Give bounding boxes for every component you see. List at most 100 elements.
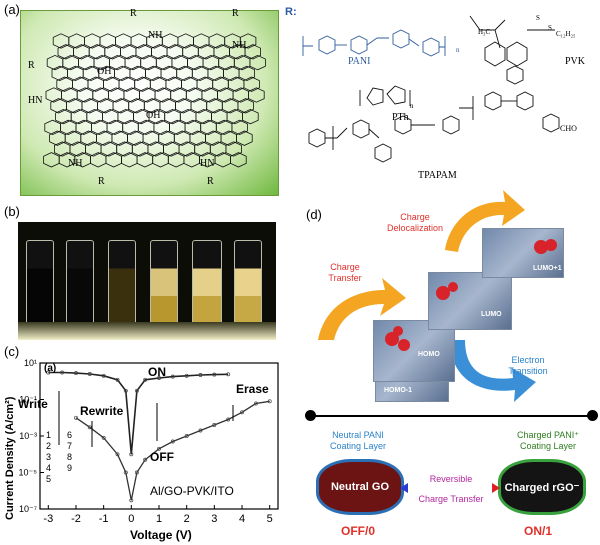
data-point <box>74 371 78 376</box>
data-point <box>74 415 78 420</box>
hex-ring <box>215 119 233 136</box>
legend-item: 4 <box>46 463 52 473</box>
plot-frame <box>39 362 279 510</box>
charged-rgo-label: Charged rGO⁻ <box>504 481 580 494</box>
data-point <box>115 377 120 382</box>
hex-ring <box>103 76 120 92</box>
hex-ring <box>187 54 204 71</box>
hex-ring <box>116 141 133 157</box>
pvk-c12h25: C₁₂H₂₅ <box>556 30 576 38</box>
hex-ring <box>242 108 259 125</box>
y-tick-label: 10¹ <box>24 358 37 368</box>
hex-ring <box>86 108 103 125</box>
hex-ring <box>161 33 179 49</box>
hex-ring <box>221 98 239 114</box>
hex-ring <box>184 119 202 136</box>
hex-ring <box>159 98 176 114</box>
data-point <box>226 372 231 377</box>
hex-ring <box>100 141 118 157</box>
hex-ring <box>85 141 102 157</box>
data-point <box>123 388 128 393</box>
charge-transfer-arrow <box>318 278 406 340</box>
hex-ring <box>81 98 98 114</box>
pvk-label: PVK <box>565 56 586 67</box>
x-tick-label: 0 <box>128 513 134 525</box>
hex-ring <box>56 76 73 92</box>
charge-delocalization-note: Charge Delocalization <box>386 212 444 233</box>
tpapam-cho: CHO <box>560 124 577 133</box>
y-tick-label: 10⁻⁵ <box>19 468 38 478</box>
legend-item: 7 <box>67 441 73 451</box>
hex-ring <box>152 152 169 168</box>
homo-card: HOMO <box>373 320 455 382</box>
hex-ring <box>154 87 172 103</box>
x-tick-label: -3 <box>43 513 53 525</box>
hex-ring <box>179 108 197 125</box>
hex-ring <box>64 130 82 146</box>
rewrite-annotation: Rewrite <box>80 404 124 418</box>
homo-1-label: HOMO-1 <box>384 387 412 394</box>
hex-ring <box>72 76 89 92</box>
hex-ring <box>127 130 144 146</box>
vial-6 <box>234 240 262 334</box>
hex-ring <box>142 130 160 146</box>
hex-ring <box>121 152 138 168</box>
oh-label-1: OH <box>97 66 112 77</box>
hex-ring <box>115 33 132 49</box>
hex-ring <box>209 141 227 157</box>
nh-label-bottom-left: NH <box>68 158 83 169</box>
hex-ring <box>153 119 170 136</box>
hex-ring <box>67 65 84 82</box>
nh-label-top: NH <box>148 30 163 41</box>
hex-ring <box>104 44 121 60</box>
hex-ring <box>232 87 250 103</box>
hex-ring <box>244 44 262 60</box>
hex-ring <box>57 44 74 60</box>
hex-ring <box>226 108 244 125</box>
data-point <box>253 401 258 406</box>
hex-ring <box>129 65 146 82</box>
r-group-bottom-right: R <box>207 176 214 187</box>
pvk-s2: S <box>548 24 552 32</box>
x-tick-label: -1 <box>99 513 109 525</box>
lumo-plus-1-label: LUMO+1 <box>533 265 562 272</box>
neutral-go-cloud: Neutral GO <box>316 459 404 515</box>
panel-a-label: (a) <box>4 2 20 17</box>
hex-ring <box>92 87 109 103</box>
legend-item: 5 <box>46 474 52 484</box>
erase-annotation: Erase <box>236 382 269 396</box>
hex-ring <box>238 65 256 82</box>
x-axis-label: Voltage (V) <box>130 528 192 542</box>
hex-ring <box>195 108 212 125</box>
graphene-oxide-lattice <box>43 33 266 168</box>
hex-ring <box>233 54 251 71</box>
hex-ring <box>200 119 217 136</box>
data-point <box>123 470 128 475</box>
data-point <box>184 373 189 378</box>
r-definition-label: R: <box>285 6 297 18</box>
legend-item: 9 <box>67 463 73 473</box>
hex-ring <box>69 141 86 157</box>
panel-c-label: (c) <box>4 344 20 359</box>
oh-label-2: OH <box>146 110 161 121</box>
hex-ring <box>191 65 209 82</box>
data-point <box>87 425 92 430</box>
hex-ring <box>181 76 198 92</box>
hex-ring <box>189 130 206 146</box>
hex-ring <box>225 141 242 157</box>
pani-subscript-n: n <box>456 46 460 54</box>
hex-ring <box>212 76 229 92</box>
data-point <box>60 370 65 375</box>
hex-ring <box>155 54 173 71</box>
vial-table-surface <box>18 322 276 340</box>
x-tick-label: -2 <box>71 513 81 525</box>
hex-ring <box>123 87 140 103</box>
lumo-card: LUMO <box>428 272 512 330</box>
lumo-plus-1-card: LUMO+1 <box>482 228 564 278</box>
hex-ring <box>51 65 68 82</box>
data-point <box>143 457 148 462</box>
pvk-s1: S <box>536 14 540 22</box>
hex-ring <box>194 141 211 157</box>
hex-ring <box>231 119 248 136</box>
